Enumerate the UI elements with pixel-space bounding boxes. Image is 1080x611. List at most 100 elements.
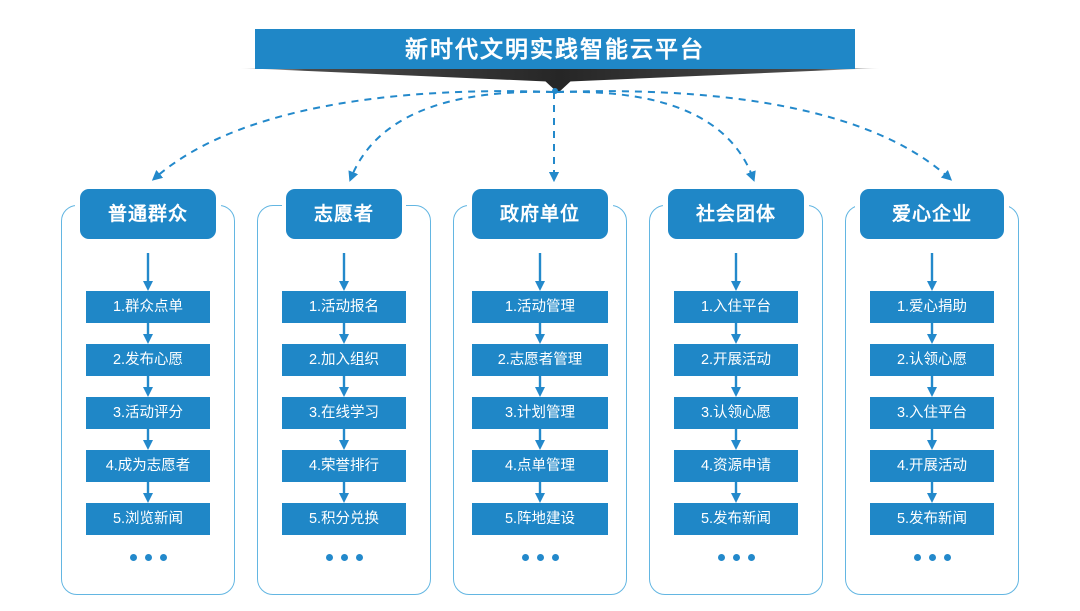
flow-item[interactable]: 5.发布新闻: [870, 503, 994, 535]
flow-item[interactable]: 3.计划管理: [472, 397, 608, 429]
flow-arrow-icon: [924, 253, 940, 291]
flow-item-label: 2.志愿者管理: [497, 351, 583, 368]
column-header-4[interactable]: 社会团体: [668, 189, 804, 239]
flow-item-label: 5.阵地建设: [504, 510, 576, 527]
page-title: 新时代文明实践智能云平台: [405, 35, 705, 62]
flow-arrow-icon: [924, 323, 940, 344]
platform-title-banner: 新时代文明实践智能云平台: [255, 29, 855, 69]
flow-item-label: 2.加入组织: [308, 351, 380, 368]
flow-item[interactable]: 1.爱心捐助: [870, 291, 994, 323]
more-items-ellipsis: [717, 554, 755, 561]
flow-arrow-icon: [532, 376, 548, 397]
column-body: 1.入住平台 2.开展活动 3.认领心愿 4.资源申请 5.发布新闻: [649, 253, 823, 561]
flow-item[interactable]: 1.入住平台: [674, 291, 798, 323]
flow-arrow-icon: [532, 323, 548, 344]
flow-arrow-icon: [532, 429, 548, 450]
flow-item-label: 4.荣誉排行: [308, 457, 380, 474]
connector-to-col-4: [556, 90, 756, 182]
column-header-label: 政府单位: [499, 203, 580, 225]
flow-item-label: 3.活动评分: [112, 404, 184, 421]
flow-arrow-icon: [924, 429, 940, 450]
column-body: 1.爱心捐助 2.认领心愿 3.入住平台 4.开展活动 5.发布新闻: [845, 253, 1019, 561]
role-column-4: 社会团体 1.入住平台 2.开展活动 3.认领心愿 4.资源申请: [649, 189, 823, 595]
flow-item-label: 4.资源申请: [700, 457, 772, 474]
flow-item[interactable]: 3.活动评分: [86, 397, 210, 429]
column-header-label: 社会团体: [695, 203, 776, 225]
more-items-ellipsis: [913, 554, 951, 561]
role-columns: 普通群众 1.群众点单 2.发布心愿 3.活动评分 4.成为志愿者: [0, 189, 1080, 605]
flow-arrow-icon: [336, 253, 352, 291]
flow-arrow-icon: [728, 376, 744, 397]
column-header-3[interactable]: 政府单位: [472, 189, 608, 239]
column-header-5[interactable]: 爱心企业: [860, 189, 1004, 239]
flow-arrow-icon: [140, 482, 156, 503]
flow-item[interactable]: 4.开展活动: [870, 450, 994, 482]
flow-item[interactable]: 2.认领心愿: [870, 344, 994, 376]
flow-item-label: 3.入住平台: [896, 404, 968, 421]
flow-arrow-icon: [336, 429, 352, 450]
flow-item-label: 1.入住平台: [700, 298, 772, 315]
column-header-1[interactable]: 普通群众: [80, 189, 216, 239]
flow-item[interactable]: 4.荣誉排行: [282, 450, 406, 482]
flow-item-label: 3.在线学习: [308, 404, 380, 421]
flow-arrow-icon: [336, 376, 352, 397]
column-body: 1.活动管理 2.志愿者管理 3.计划管理 4.点单管理 5.阵地建设: [453, 253, 627, 561]
flow-item-label: 4.开展活动: [896, 457, 968, 474]
connector-origin-node: [552, 88, 558, 94]
flow-item[interactable]: 1.活动管理: [472, 291, 608, 323]
column-header-label: 普通群众: [107, 203, 188, 225]
role-column-3: 政府单位 1.活动管理 2.志愿者管理 3.计划管理 4.点单管理: [453, 189, 627, 595]
connector-to-col-1: [151, 90, 554, 181]
flow-item[interactable]: 2.发布心愿: [86, 344, 210, 376]
flow-item-label: 2.认领心愿: [896, 351, 968, 368]
flow-item[interactable]: 5.浏览新闻: [86, 503, 210, 535]
flow-arrow-icon: [532, 482, 548, 503]
flow-arrow-icon: [728, 253, 744, 291]
flow-item-label: 3.计划管理: [504, 404, 576, 421]
flow-arrow-icon: [140, 323, 156, 344]
flow-item[interactable]: 3.认领心愿: [674, 397, 798, 429]
flow-item-label: 4.成为志愿者: [105, 457, 191, 474]
flow-item[interactable]: 2.加入组织: [282, 344, 406, 376]
flow-arrow-icon: [336, 482, 352, 503]
flow-item-label: 2.发布心愿: [112, 351, 184, 368]
role-column-1: 普通群众 1.群众点单 2.发布心愿 3.活动评分 4.成为志愿者: [61, 189, 235, 595]
flow-arrow-icon: [140, 429, 156, 450]
more-items-ellipsis: [325, 554, 363, 561]
flow-item[interactable]: 4.资源申请: [674, 450, 798, 482]
flow-arrow-icon: [728, 323, 744, 344]
column-header-2[interactable]: 志愿者: [286, 189, 402, 239]
flow-item-label: 5.浏览新闻: [112, 510, 184, 527]
flow-item[interactable]: 3.在线学习: [282, 397, 406, 429]
flow-item-label: 4.点单管理: [504, 457, 576, 474]
flow-item[interactable]: 4.点单管理: [472, 450, 608, 482]
flow-item-label: 1.爱心捐助: [896, 298, 968, 315]
flow-item[interactable]: 1.活动报名: [282, 291, 406, 323]
flow-arrow-icon: [728, 429, 744, 450]
flow-item[interactable]: 1.群众点单: [86, 291, 210, 323]
column-body: 1.群众点单 2.发布心愿 3.活动评分 4.成为志愿者 5.浏览新闻: [61, 253, 235, 561]
flow-item[interactable]: 5.发布新闻: [674, 503, 798, 535]
flow-item[interactable]: 2.开展活动: [674, 344, 798, 376]
flow-item[interactable]: 5.积分兑换: [282, 503, 406, 535]
flow-item-label: 5.发布新闻: [700, 510, 772, 527]
flow-item-label: 5.积分兑换: [308, 510, 380, 527]
column-header-label: 志愿者: [313, 203, 374, 225]
flow-arrow-icon: [140, 376, 156, 397]
role-column-2: 志愿者 1.活动报名 2.加入组织 3.在线学习 4.荣誉排行: [257, 189, 431, 595]
connector-to-col-2: [348, 90, 554, 182]
flow-item-label: 3.认领心愿: [700, 404, 772, 421]
flow-arrow-icon: [728, 482, 744, 503]
flow-item[interactable]: 3.入住平台: [870, 397, 994, 429]
flow-item[interactable]: 5.阵地建设: [472, 503, 608, 535]
flow-item[interactable]: 4.成为志愿者: [86, 450, 210, 482]
role-column-5: 爱心企业 1.爱心捐助 2.认领心愿 3.入住平台 4.开展活动: [845, 189, 1019, 595]
flow-item[interactable]: 2.志愿者管理: [472, 344, 608, 376]
flow-item-label: 2.开展活动: [700, 351, 772, 368]
flow-arrow-icon: [924, 376, 940, 397]
flow-arrow-icon: [336, 323, 352, 344]
more-items-ellipsis: [129, 554, 167, 561]
flow-arrow-icon: [140, 253, 156, 291]
connector-to-col-5: [556, 90, 953, 181]
